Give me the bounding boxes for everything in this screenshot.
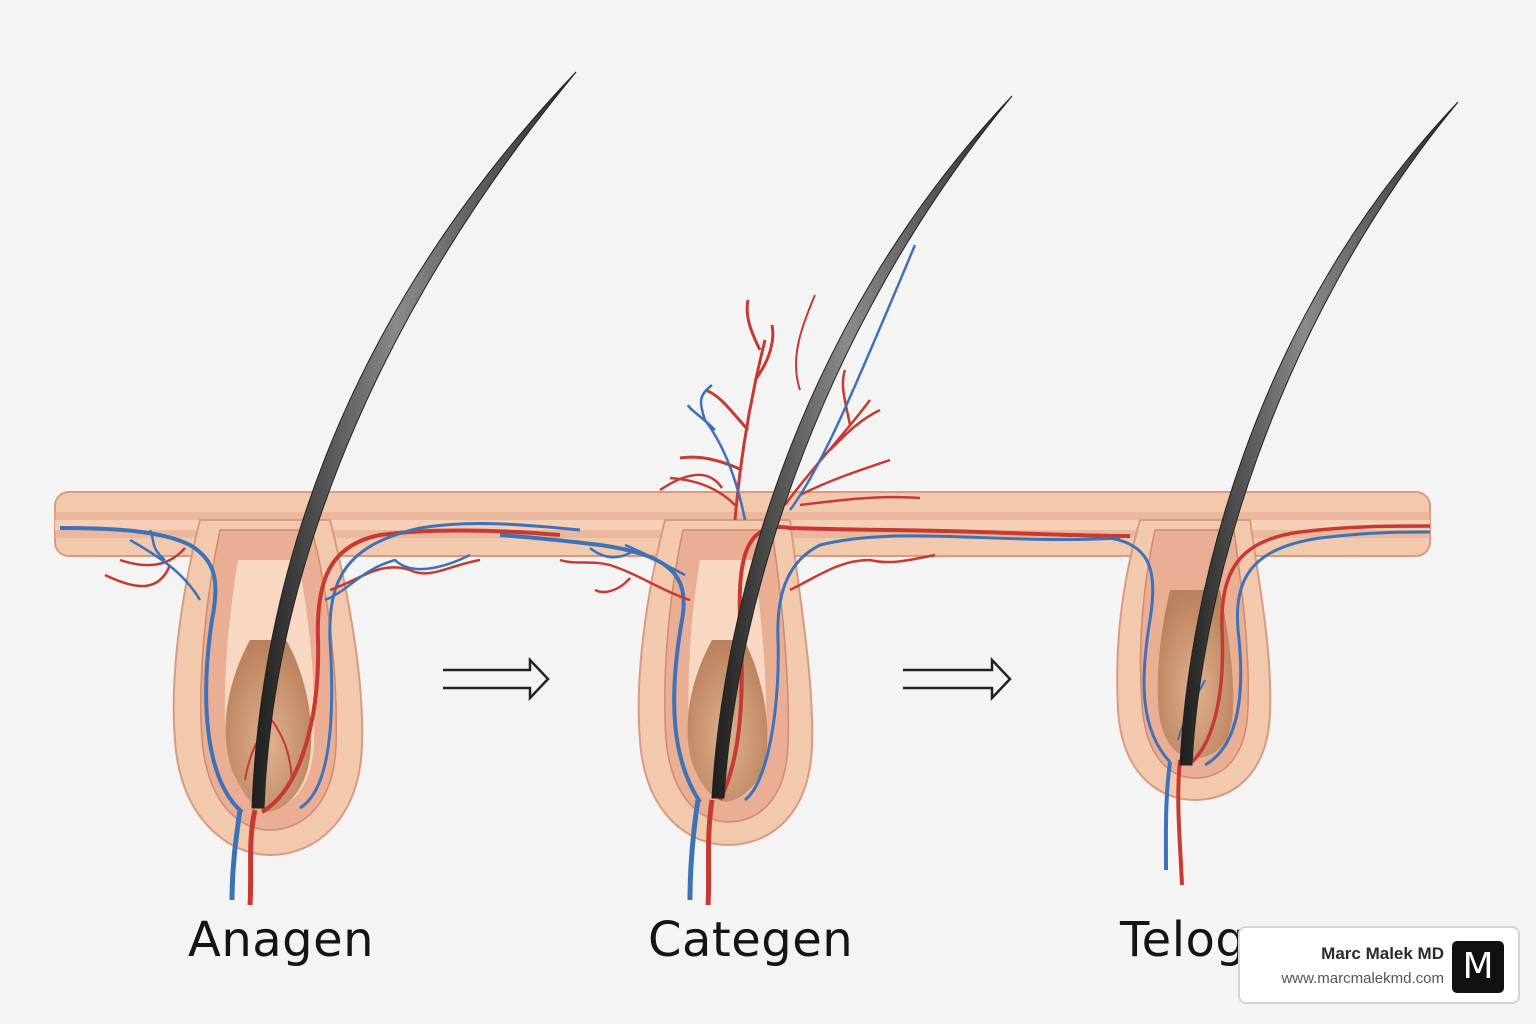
stage-label-catagen: Categen	[648, 912, 854, 968]
follicle-anagen	[59, 71, 581, 906]
right-arrow-icon	[903, 656, 1012, 702]
logo-icon: M	[1452, 941, 1504, 993]
watermark-url: www.marcmalekmd.com	[1281, 970, 1444, 987]
follicle-catagen	[499, 95, 1131, 906]
stage-label-anagen: Anagen	[188, 912, 375, 968]
right-arrow-icon	[443, 656, 550, 702]
stage-label-telogen: Telog	[1120, 912, 1247, 968]
watermark-name: Marc Malek MD	[1321, 944, 1444, 963]
watermark-badge[interactable]: Marc Malek MD www.marcmalekmd.com M	[1238, 926, 1520, 1004]
follicle-telogen	[1109, 101, 1459, 886]
